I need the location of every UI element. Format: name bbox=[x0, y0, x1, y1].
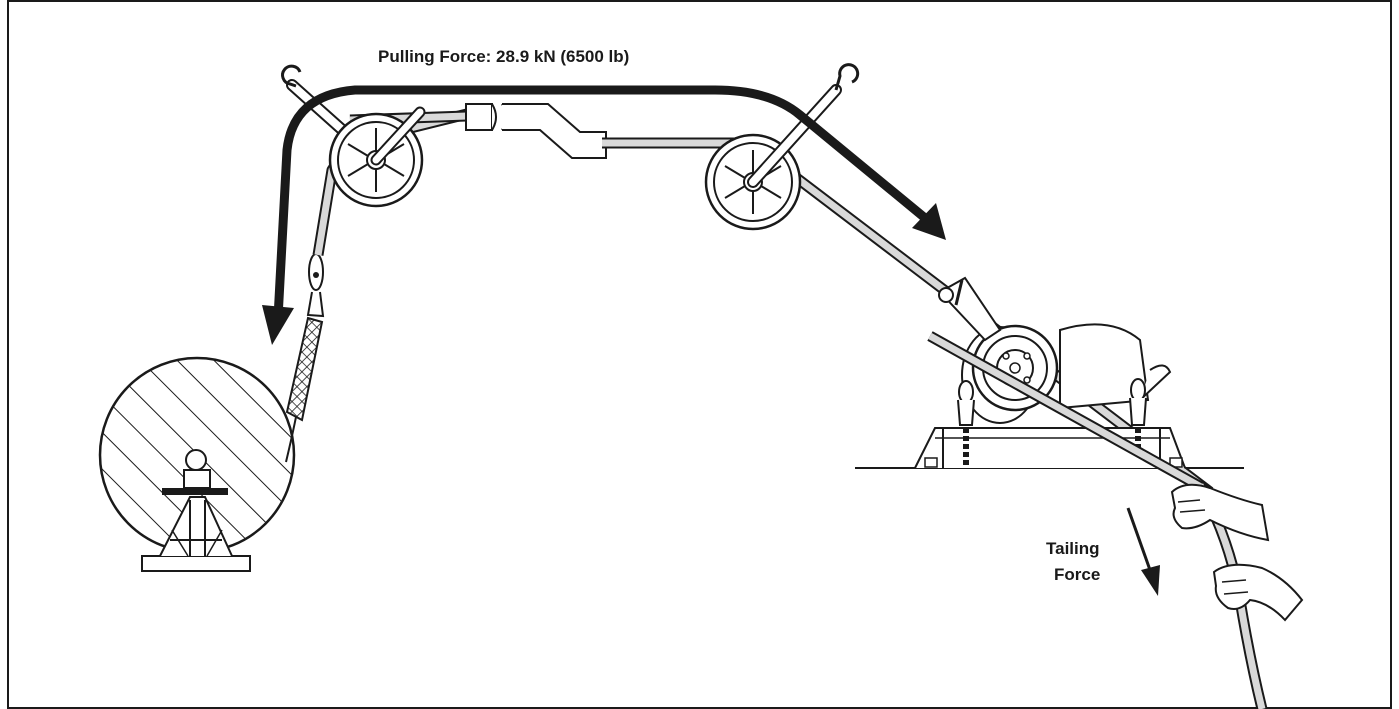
lower-hand bbox=[1212, 563, 1304, 622]
left-anchor-chain bbox=[957, 380, 975, 468]
cable-reel bbox=[98, 356, 296, 572]
arrowhead-left-icon bbox=[262, 305, 294, 345]
cable-from-reel bbox=[285, 253, 325, 463]
tailing-arrowhead-icon bbox=[1141, 565, 1160, 596]
left-hook-icon bbox=[281, 64, 302, 88]
arrowhead-right-icon bbox=[912, 203, 946, 240]
tailing-force-label-line1: Tailing bbox=[1046, 539, 1100, 558]
right-sheave bbox=[704, 63, 860, 231]
pulling-force-arrow bbox=[262, 85, 946, 345]
pulling-force-label: Pulling Force: 28.9 kN (6500 lb) bbox=[378, 47, 629, 66]
left-sheave bbox=[281, 64, 426, 208]
tailing-force-arrow bbox=[1126, 507, 1160, 596]
pulling-grip bbox=[285, 316, 324, 422]
right-hook-icon bbox=[834, 63, 860, 91]
tailing-force-label-line2: Force bbox=[1054, 565, 1100, 584]
upper-hand bbox=[1170, 483, 1270, 542]
reel-stand bbox=[141, 449, 251, 572]
right-anchor-chain bbox=[1129, 378, 1147, 450]
rope-coupler bbox=[465, 103, 748, 159]
